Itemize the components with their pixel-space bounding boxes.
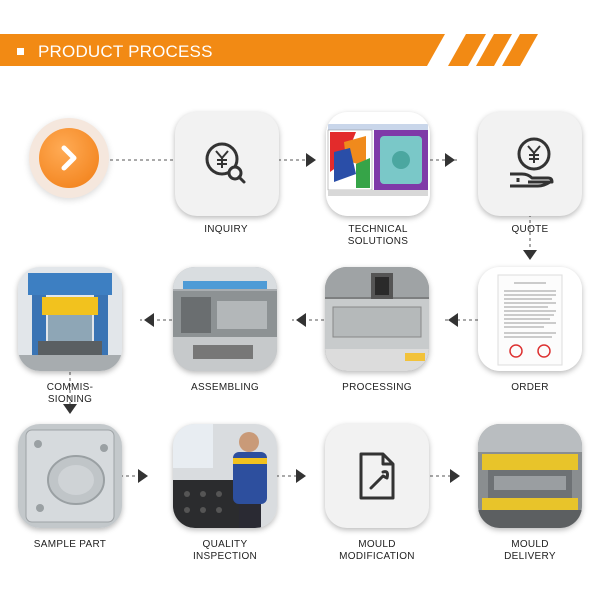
- arrow-left-icon: [296, 313, 306, 327]
- cad-screen-photo: [326, 112, 430, 216]
- step-technical-solutions[interactable]: [326, 112, 430, 216]
- step-label: QUOTE: [511, 224, 549, 235]
- arrow-down-icon: [523, 250, 537, 260]
- inspector-photo: [173, 424, 277, 528]
- press-machine-photo: [18, 267, 122, 371]
- arrow-down-icon: [63, 404, 77, 414]
- header-bullet-icon: [17, 48, 24, 55]
- play-chevron-icon: [61, 145, 77, 171]
- arrow-left-icon: [144, 313, 154, 327]
- step-mould-delivery[interactable]: [478, 424, 582, 528]
- mould-delivery-photo: [478, 424, 582, 528]
- yen-hand-icon: [510, 137, 554, 188]
- mould-assembly-photo: [173, 267, 277, 371]
- step-assembling[interactable]: [173, 267, 277, 371]
- step-label: INQUIRY: [204, 224, 248, 235]
- start-indicator: [29, 118, 109, 198]
- step-label: MOULD MODIFICATION: [339, 539, 415, 562]
- step-quote[interactable]: [478, 112, 582, 216]
- step-mould-modification[interactable]: [325, 424, 429, 528]
- step-inquiry[interactable]: [175, 112, 279, 216]
- arrow-right-icon: [306, 153, 316, 167]
- arrow-left-icon: [448, 313, 458, 327]
- arrow-right-icon: [296, 469, 306, 483]
- step-label: PROCESSING: [342, 382, 412, 393]
- step-label: ORDER: [511, 382, 549, 393]
- arrow-right-icon: [450, 469, 460, 483]
- start-button[interactable]: [39, 128, 99, 188]
- arrow-right-icon: [445, 153, 455, 167]
- document-wrench-icon: [359, 452, 395, 500]
- page-title: PRODUCT PROCESS: [38, 42, 213, 61]
- step-order[interactable]: [478, 267, 582, 371]
- step-quality-inspection[interactable]: [173, 424, 277, 528]
- step-commissioning[interactable]: [18, 267, 122, 371]
- metal-part-photo: [18, 424, 122, 528]
- step-label: QUALITY INSPECTION: [192, 539, 258, 562]
- document-photo: [478, 267, 582, 371]
- step-label: TECHNICAL SOLUTIONS: [347, 224, 409, 247]
- step-processing[interactable]: [325, 267, 429, 371]
- arrow-right-icon: [138, 469, 148, 483]
- step-label: MOULD DELIVERY: [504, 539, 556, 562]
- header-banner: [0, 34, 600, 66]
- step-label: COMMIS- SIONING: [46, 382, 94, 405]
- step-sample-part[interactable]: [18, 424, 122, 528]
- step-label: SAMPLE PART: [33, 539, 107, 550]
- yen-search-icon: [205, 142, 246, 184]
- step-label: ASSEMBLING: [190, 382, 260, 393]
- machine-photo: [325, 267, 429, 371]
